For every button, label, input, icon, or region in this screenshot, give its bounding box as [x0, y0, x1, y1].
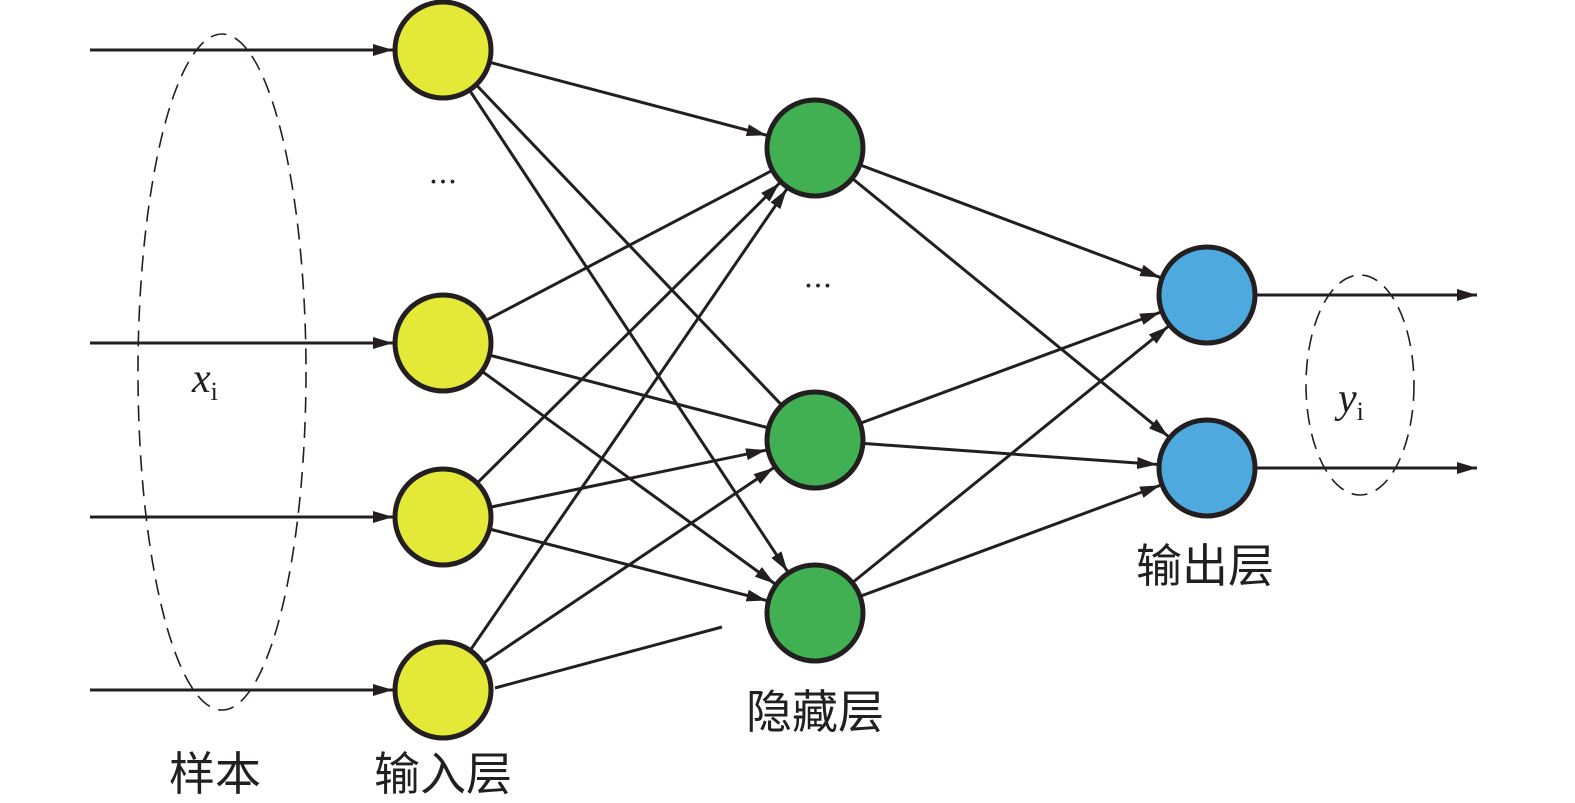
nodes — [392, 0, 1258, 741]
edge-i4-h2 — [482, 466, 775, 665]
edge-i2-h2 — [489, 353, 767, 429]
output-node-o2 — [1156, 417, 1258, 519]
hidden-node-h3 — [764, 562, 866, 664]
sample-label: 样本 — [169, 747, 261, 801]
edge-i3-h2 — [489, 448, 767, 509]
input-ellipsis: ··· — [429, 165, 458, 200]
input-node-i2 — [392, 292, 494, 394]
edge-i1-h1 — [489, 60, 768, 137]
edge-i2-h1 — [484, 169, 772, 323]
output-layer-label: 输出层 — [1136, 539, 1274, 593]
hidden-node-h1 — [764, 97, 866, 199]
edge-stub — [494, 625, 723, 690]
sample-ellipse — [137, 33, 307, 711]
input-arrows — [90, 44, 393, 696]
output-arrows — [1255, 289, 1477, 474]
edge-h1-o1 — [859, 163, 1161, 279]
input-node-i4 — [392, 639, 494, 741]
edge-h3-o1 — [851, 325, 1170, 584]
edge-h2-o1 — [859, 310, 1161, 425]
edge-i1-h3 — [468, 89, 789, 573]
input-node-i1 — [392, 0, 494, 101]
hidden-layer-label: 隐藏层 — [746, 685, 884, 739]
edges — [468, 60, 1170, 665]
edge-h1-o2 — [851, 177, 1170, 438]
hidden-node-h2 — [764, 389, 866, 491]
input-node-i3 — [392, 466, 494, 568]
input-layer-label: 输入层 — [374, 747, 512, 801]
output-node-o1 — [1156, 244, 1258, 346]
y-i-label: yi — [1334, 376, 1364, 426]
edge-i3-h1 — [476, 182, 781, 485]
edge-i4-h1 — [468, 188, 788, 652]
output-ellipse — [1305, 274, 1415, 496]
hidden-ellipsis: ··· — [804, 269, 833, 304]
x-i-label: xi — [191, 356, 218, 406]
edge-h3-o2 — [859, 483, 1161, 598]
